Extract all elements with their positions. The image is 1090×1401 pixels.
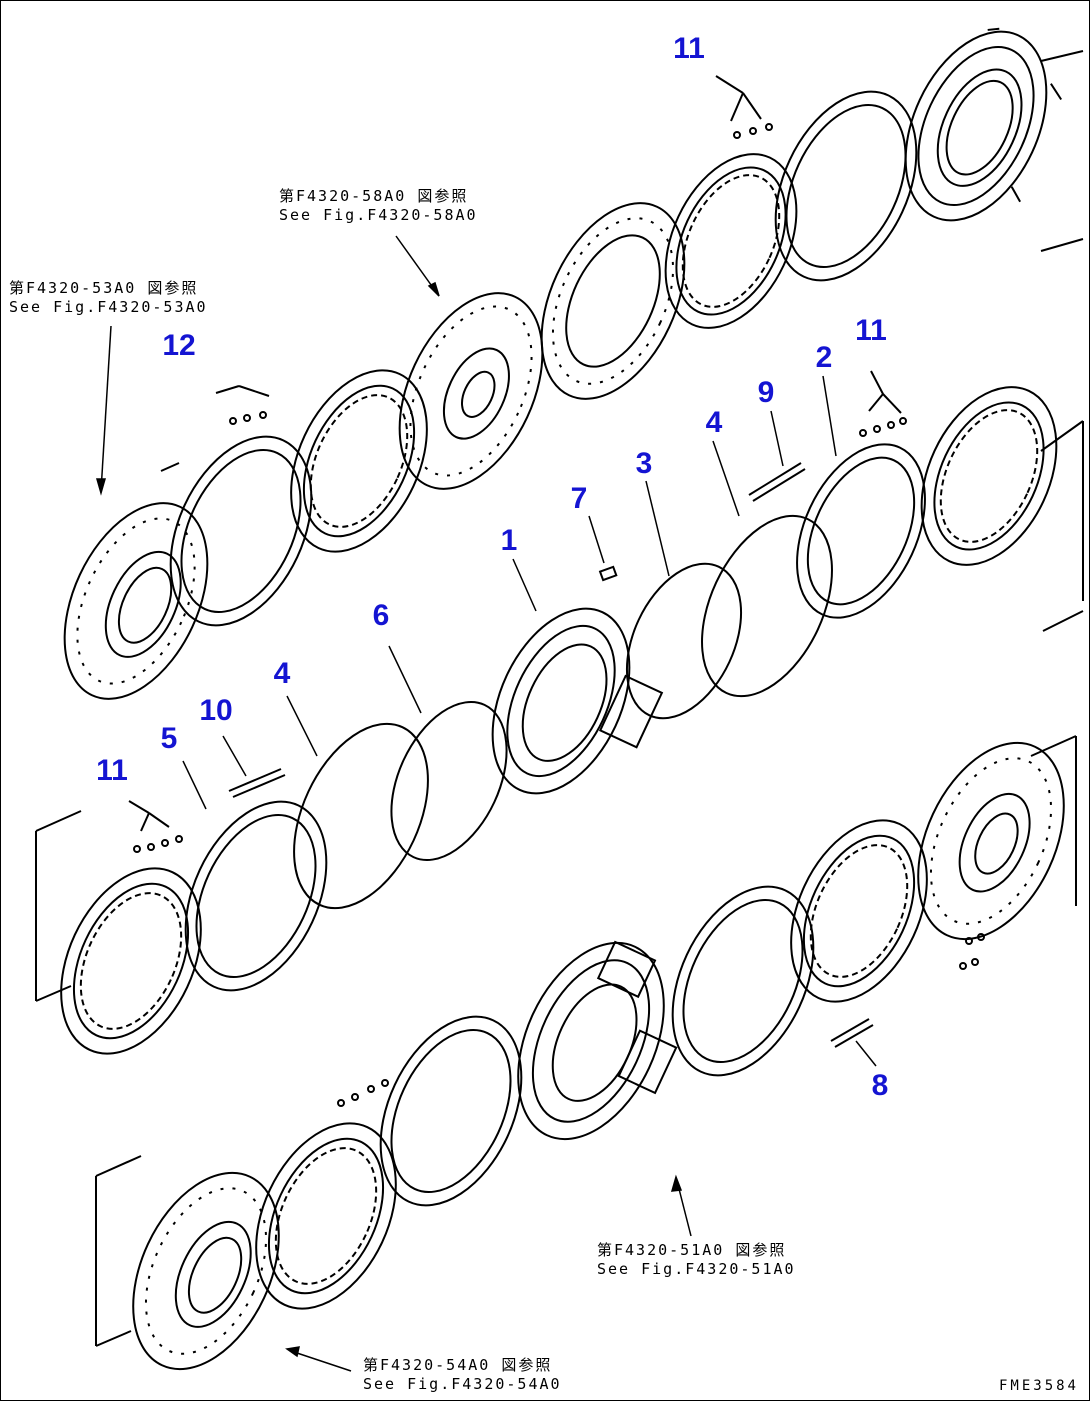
o-ring-4-left <box>293 722 429 910</box>
callout-5: 5 <box>160 722 178 755</box>
lower-separator-plate-right <box>671 885 815 1077</box>
pin-8 <box>830 1018 874 1048</box>
callout-6: 6 <box>372 599 390 632</box>
callout-8: 8 <box>871 1069 889 1102</box>
callout-11-left: 11 <box>96 754 128 787</box>
pin-7 <box>598 565 618 582</box>
o-ring-4-right <box>701 514 833 698</box>
reference-top-en: See Fig.F4320-58A0 <box>279 206 478 224</box>
spring-set-11-top <box>715 75 773 139</box>
callout-10: 10 <box>199 694 233 727</box>
left-carrier-housing <box>63 502 209 700</box>
callout-11-top: 11 <box>673 32 705 65</box>
right-friction-disc <box>920 386 1058 566</box>
clutch-housing-1 <box>491 607 664 795</box>
spring-set-lower-right <box>959 933 985 970</box>
spring-set-11-mid <box>859 370 907 437</box>
top-piston-housing <box>398 292 544 490</box>
bottom-carrier-housing <box>132 1171 280 1371</box>
spring-set-lower-mid <box>337 1079 389 1107</box>
callout-7: 7 <box>570 482 588 515</box>
top-separator-plate-a <box>774 90 918 282</box>
reference-lower-right-en: See Fig.F4320-51A0 <box>597 1260 796 1278</box>
callout-4-right: 4 <box>705 406 723 439</box>
top-carrier-housing <box>904 27 1063 222</box>
spring-set-12 <box>215 385 270 425</box>
reference-note-lower-right: 第F4320-51A0 図参照 See Fig.F4320-51A0 <box>597 1241 796 1279</box>
lower-left-friction-disc <box>60 867 202 1055</box>
sheet-id: FME3584 <box>998 1378 1079 1394</box>
lower-separator-plate-mid <box>379 1015 523 1207</box>
reference-bottom-jp: 第F4320-54A0 図参照 <box>363 1356 553 1374</box>
reference-arrows <box>96 235 692 1372</box>
spring-set-11-left <box>128 800 183 853</box>
reference-left-jp: 第F4320-53A0 図参照 <box>9 279 199 297</box>
upper-friction-disc <box>290 369 428 553</box>
reference-note-bottom: 第F4320-54A0 図参照 See Fig.F4320-54A0 <box>363 1356 562 1394</box>
callout-4-left: 4 <box>273 657 291 690</box>
reference-note-left: 第F4320-53A0 図参照 See Fig.F4320-53A0 <box>9 279 208 317</box>
callout-leaders <box>182 375 877 1067</box>
upper-separator-plate <box>169 435 313 627</box>
lower-friction-disc-left <box>255 1122 397 1310</box>
reference-left-en: See Fig.F4320-53A0 <box>9 298 208 316</box>
o-ring-3 <box>625 562 743 720</box>
reference-top-jp: 第F4320-58A0 図参照 <box>279 187 469 205</box>
o-ring-6 <box>390 700 508 862</box>
pin-9 <box>748 462 806 502</box>
callout-11-mid: 11 <box>855 314 887 347</box>
reference-note-top: 第F4320-58A0 図参照 See Fig.F4320-58A0 <box>279 187 478 225</box>
pin-10 <box>228 768 286 798</box>
plate-2 <box>796 443 926 619</box>
callout-3: 3 <box>635 447 653 480</box>
callout-1: 1 <box>500 524 518 557</box>
dowel-pin-12 <box>160 462 180 472</box>
reference-lower-right-jp: 第F4320-51A0 図参照 <box>597 1241 787 1259</box>
callout-2: 2 <box>815 341 833 374</box>
callout-9: 9 <box>757 376 775 409</box>
top-end-plate <box>540 202 686 400</box>
top-friction-disc <box>664 153 798 329</box>
lower-right-end-plate <box>917 741 1065 941</box>
callout-12: 12 <box>162 329 196 362</box>
reference-bottom-en: See Fig.F4320-54A0 <box>363 1375 562 1393</box>
plate-5 <box>184 800 328 992</box>
lower-clutch-housing <box>517 940 678 1141</box>
